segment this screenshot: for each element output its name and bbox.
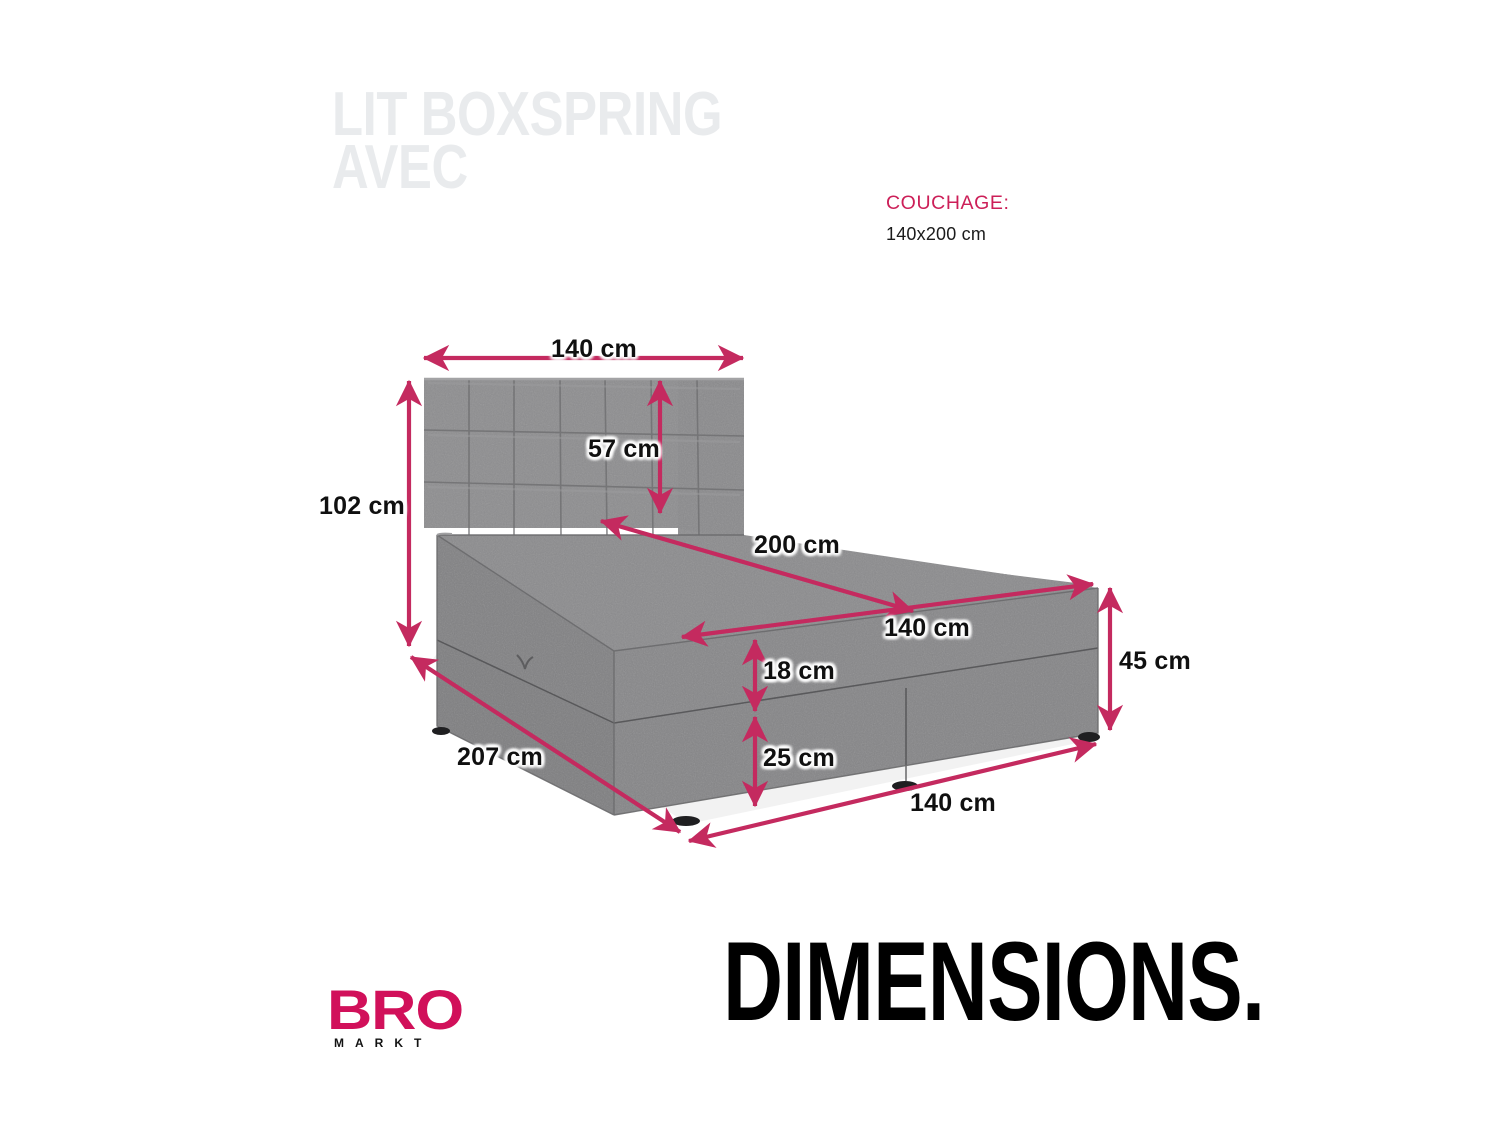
mattress-corner-highlight [436, 532, 453, 536]
headboard-tuft-highlights [427, 381, 741, 497]
brand-logo-subtitle: MARKT [334, 1036, 433, 1050]
dimensions-wordmark: DIMENSIONS. [723, 919, 1265, 1045]
couchage-label: COUCHAGE: [886, 192, 1010, 214]
dim-label-mattress-height: 18 cm [763, 657, 835, 685]
dim-label-frame-length: 207 cm [457, 743, 543, 771]
dim-label-bed-width-floor: 140 cm [910, 789, 996, 817]
brand-logo: BRO MARKT [327, 982, 477, 1054]
brand-logo-name: BRO [327, 978, 464, 1041]
arrow-bed-width-floor [687, 737, 1098, 848]
arrow-bed-width-top [680, 574, 1095, 647]
headboard [424, 379, 744, 540]
dim-label-total-height: 102 cm [319, 492, 405, 520]
dim-label-base-height: 25 cm [763, 744, 835, 772]
dim-label-bed-length: 200 cm [754, 531, 840, 559]
headboard-tufting [424, 378, 744, 537]
dim-label-bed-width-top: 140 cm [884, 614, 970, 642]
couchage-block: COUCHAGE: 140x200 cm [886, 192, 1010, 245]
arrow-frame-length [409, 655, 682, 834]
dim-label-headboard-height: 57 cm [588, 435, 660, 463]
dim-label-headboard-width: 140 cm [551, 335, 637, 363]
watermark-product-title: LIT BOXSPRING AVEC [332, 80, 723, 203]
dim-label-side-height: 45 cm [1119, 647, 1191, 675]
couchage-value: 140x200 cm [886, 224, 987, 244]
